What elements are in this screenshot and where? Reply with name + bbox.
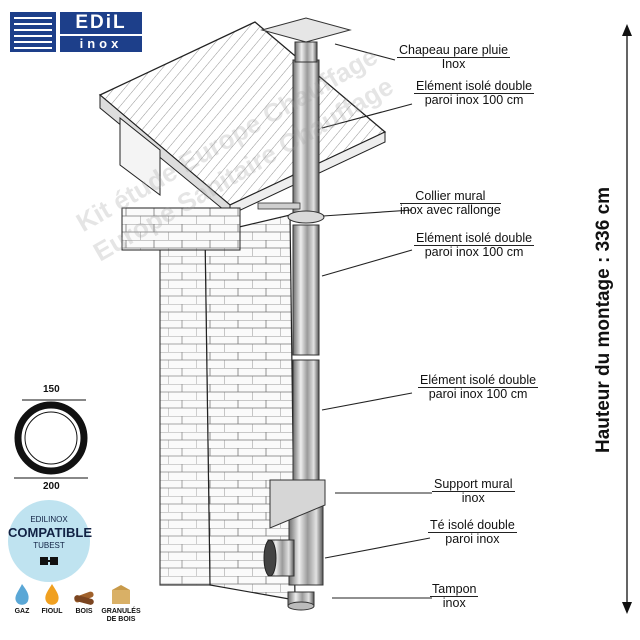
label-line-2: inox [461, 491, 485, 505]
edilinox-logo: EDiL inox [10, 10, 144, 54]
fuel-pellets: GRANULÉS DE BOIS [98, 582, 144, 624]
badge-line-1: EDILINOX [30, 515, 68, 524]
fuel-label: GAZ [14, 608, 30, 615]
label-line-1: Tampon [430, 582, 479, 597]
height-label: Hauteur du montage : 336 cm [593, 186, 614, 454]
compatibility-badge: EDILINOX COMPATIBLE TUBEST [8, 500, 93, 582]
pellets-icon [112, 585, 130, 604]
label-wall-support: Support mural inox [432, 478, 515, 505]
label-pipe-element-1: Elément isolé double paroi inox 100 cm [414, 79, 535, 107]
label-line-2: paroi inox 100 cm [424, 245, 524, 259]
dimension-inner: 150 [43, 384, 60, 395]
oil-drop-icon [45, 584, 59, 605]
logo-stripes [10, 12, 56, 52]
insulated-tee [263, 539, 295, 577]
plug-icon [40, 557, 58, 565]
label-wall-collar: Collier mural inox avec rallonge [400, 190, 501, 217]
badge-line-3: TUBEST [33, 541, 65, 550]
fuel-oil: FIOUL [30, 582, 74, 616]
wood-logs-icon [74, 591, 94, 605]
cleaning-cap [287, 591, 315, 611]
fuel-label: GRANULÉS DE BOIS [101, 608, 141, 623]
label-line-2: paroi inox 100 cm [424, 93, 524, 107]
label-insulated-tee: Té isolé double paroi inox [428, 519, 517, 546]
label-line-1: Chapeau pare pluie [397, 43, 511, 58]
fuel-label: BOIS [75, 608, 93, 615]
height-dimension-arrow [622, 24, 632, 614]
label-pipe-element-3: Elément isolé double paroi inox 100 cm [418, 373, 539, 401]
label-line-1: Support mural [432, 477, 515, 492]
label-line-2: paroi inox [445, 532, 500, 546]
fuel-wood: BOIS [62, 582, 106, 616]
logo-sub: inox [60, 36, 142, 52]
logo-brand: EDiL [60, 12, 142, 34]
pipe-cross-section [14, 399, 88, 479]
label-line-2: inox [442, 596, 466, 610]
rain-cap [260, 17, 352, 63]
label-line-2: paroi inox 100 cm [428, 387, 528, 401]
label-rain-cap: Chapeau pare pluie Inox [397, 43, 511, 71]
label-line-1: Té isolé double [428, 518, 517, 533]
label-line-1: Collier mural [400, 190, 501, 204]
dimension-outer: 200 [43, 481, 60, 492]
fuel-label: FIOUL [41, 608, 63, 615]
label-line-1: Elément isolé double [414, 231, 535, 246]
label-line-1: Elément isolé double [414, 79, 535, 94]
label-line-2: Inox [441, 57, 466, 71]
badge-line-2: COMPATIBLE [8, 525, 93, 540]
brick-chimney-stack [159, 214, 296, 601]
leader-lines [321, 43, 432, 599]
wall-support-bracket [269, 479, 326, 529]
label-cleaning-cap: Tampon inox [430, 582, 479, 610]
label-pipe-element-2: Elément isolé double paroi inox 100 cm [414, 231, 535, 259]
gas-flame-icon [15, 584, 29, 605]
fuel-gas: GAZ [0, 582, 44, 616]
wall-collar [257, 202, 325, 224]
label-line-2: inox avec rallonge [400, 203, 501, 217]
label-line-1: Elément isolé double [418, 373, 539, 388]
